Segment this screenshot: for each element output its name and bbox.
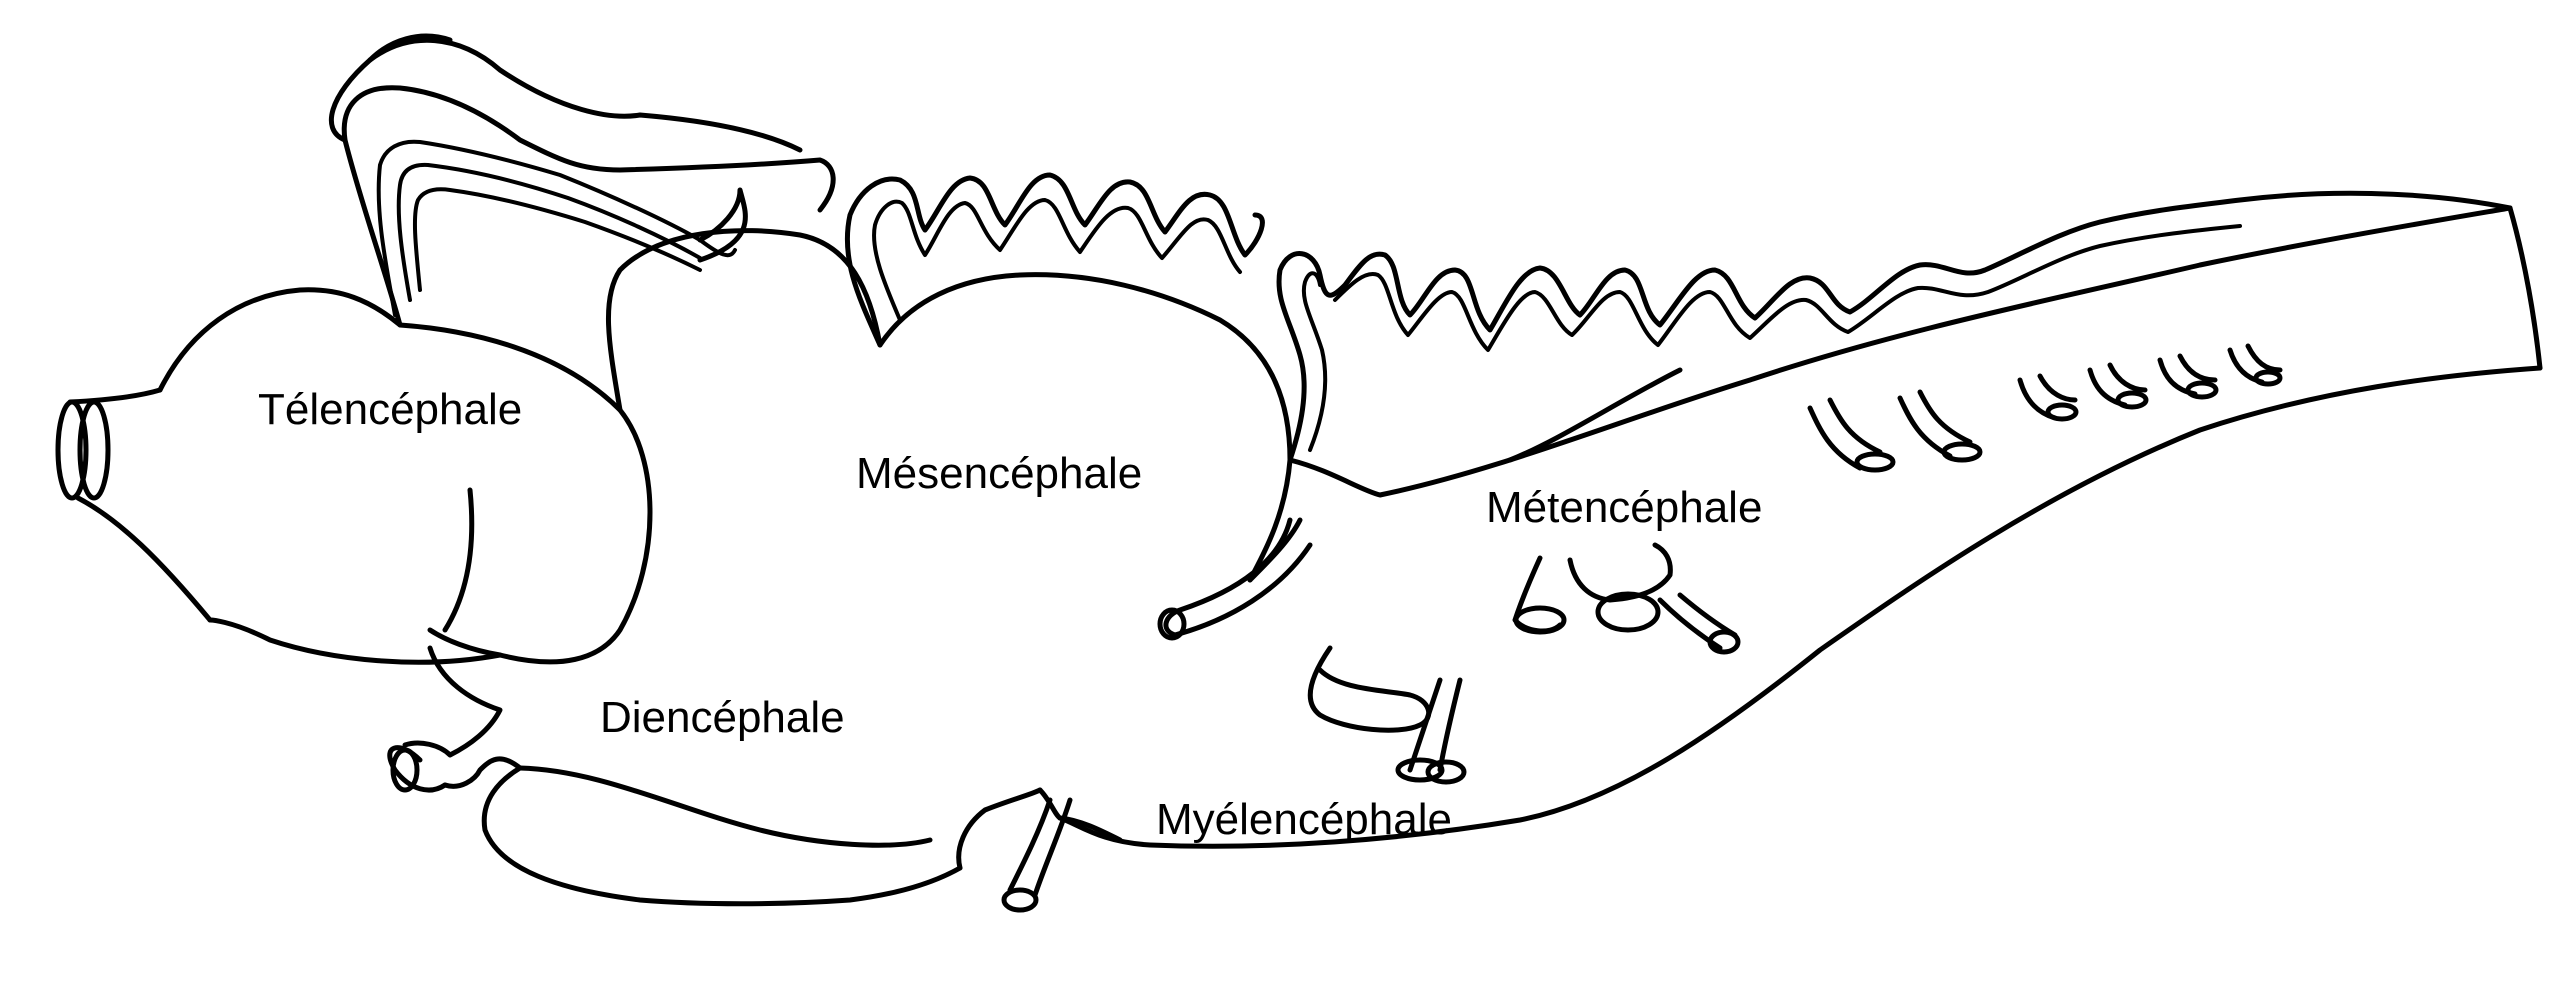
- choroid-plexus-anterior: [328, 33, 836, 328]
- telencephalon-outline: [157, 287, 653, 665]
- diencephalon-outline: [387, 645, 1123, 913]
- label-myelencephale: Myélencéphale: [1156, 795, 1452, 844]
- olfactory-stalk: [55, 387, 213, 623]
- label-telencephale: Télencéphale: [258, 385, 523, 434]
- mesencephalon-outline: [606, 228, 1293, 583]
- label-diencephale: Diencéphale: [600, 693, 845, 742]
- label-metencephale: Métencéphale: [1486, 483, 1763, 532]
- choroid-plexus-middle: [844, 172, 1265, 348]
- label-mesencephale: Mésencéphale: [856, 449, 1143, 498]
- choroid-plexus-posterior: [1276, 190, 2513, 463]
- cranial-nerves: [1157, 343, 2283, 785]
